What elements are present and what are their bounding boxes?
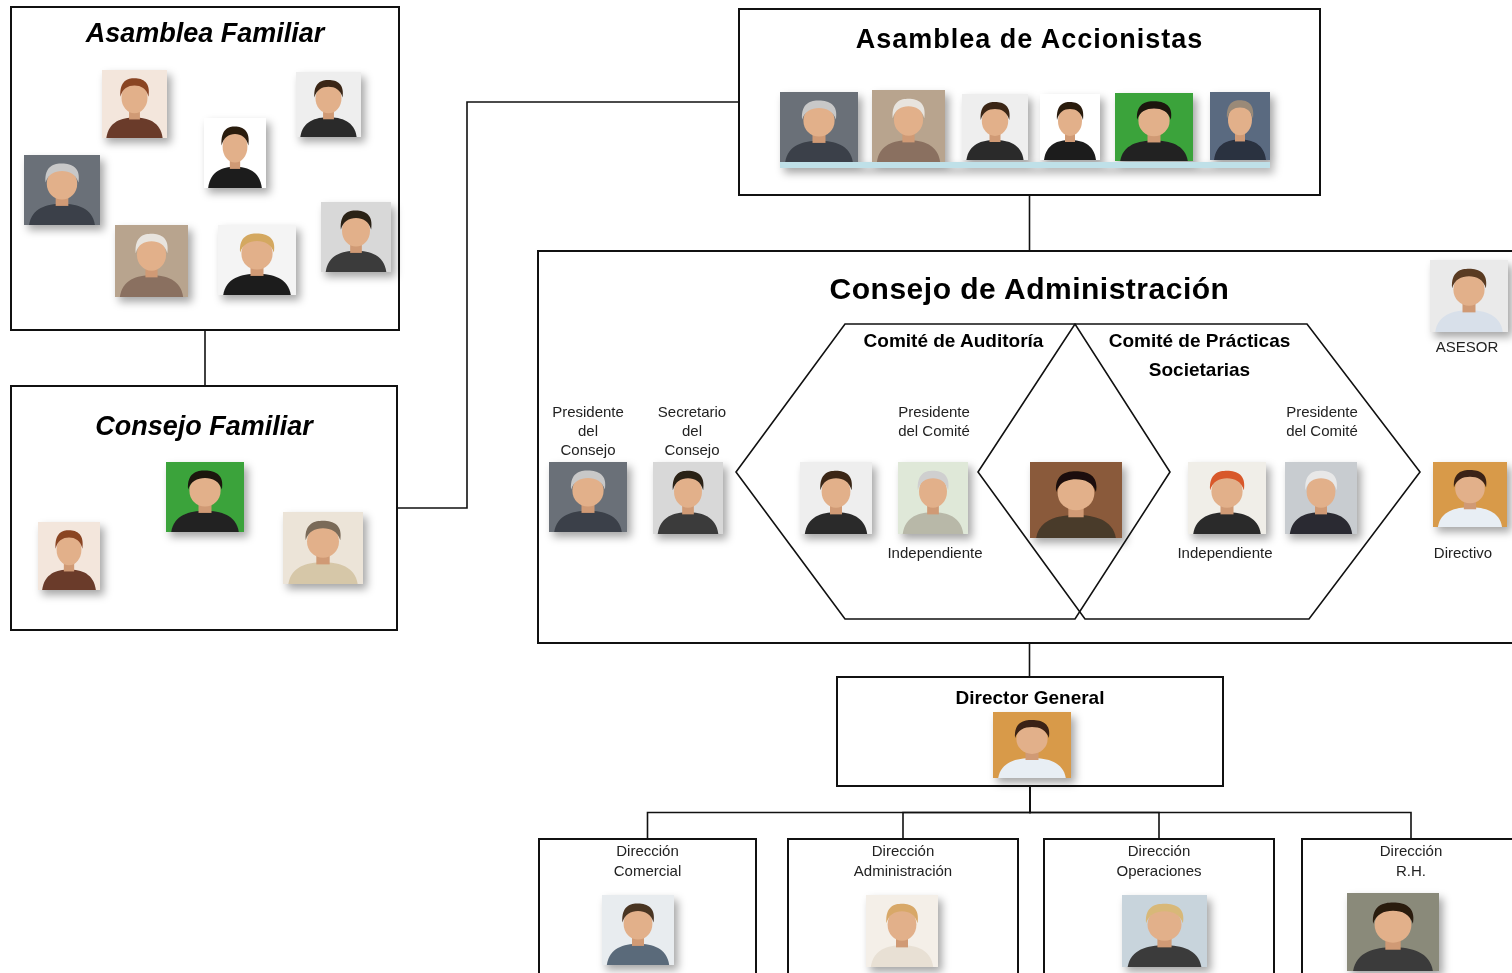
connector-line [1029,196,1031,250]
portrait-photo [115,225,188,297]
node-text: Consejo de Administración [830,272,1230,306]
portrait-photo [898,462,968,534]
node-text: Comité de Auditoría [834,326,1074,355]
portrait-photo [1430,260,1508,332]
portrait-photo [602,895,674,965]
department-box: Dirección Operaciones [1043,838,1275,973]
hexagon-outline-shape [736,324,1170,619]
photo-caption: Secretario del Consejo [658,402,726,459]
department-box: Dirección R.H. [1301,838,1512,973]
family-assembly-box: Asamblea Familiar [10,6,400,331]
portrait-photo [800,462,872,534]
portrait-photo [296,72,361,137]
portrait-photo [549,462,627,532]
node-text: Dirección R.H. [1380,841,1443,881]
portrait-photo [1188,462,1266,534]
portrait-photo [993,712,1071,778]
portrait-photo [1347,893,1439,971]
portrait-photo [218,225,296,295]
portrait-photo [1210,92,1270,160]
portrait-photo [102,70,167,138]
photo-group [24,70,1508,971]
committee-hexagon: Comité de Auditoría [735,323,1172,620]
node-text: Director General [956,687,1105,709]
hexagon-outline [735,323,1172,620]
portrait-photo [283,512,363,584]
portrait-photo [780,92,858,162]
portrait-photo [1285,462,1357,534]
node-text: Dirección Operaciones [1116,841,1201,881]
portrait-photo [38,522,100,590]
portrait-photo [1115,93,1193,161]
portrait-photo [653,462,723,534]
photo-caption: Independiente [1177,543,1272,562]
committee-hexagon: Comité de Prácticas Societarias [977,323,1422,620]
portrait-photo [872,90,945,162]
connector-line [204,331,206,385]
photo-caption: Independiente [887,543,982,562]
department-box: Dirección Administración [787,838,1019,973]
connector-line [648,787,1031,838]
node-text: Asamblea de Accionistas [856,24,1204,55]
portrait-photo [1122,895,1207,967]
node-text: Dirección Comercial [614,841,682,881]
node-text: Consejo Familiar [95,411,313,442]
connector-line [903,787,1030,838]
portrait-photo [321,202,391,272]
portrait-photo [24,155,100,225]
photo-caption: ASESOR [1436,337,1499,356]
node-text: Asamblea Familiar [86,18,325,49]
connector-line [398,102,738,508]
department-box: Dirección Comercial [538,838,757,973]
photo-shelf [780,162,1270,168]
portrait-photo [1040,94,1100,160]
photo-caption: Directivo [1434,543,1492,562]
node-text: Comité de Prácticas Societarias [1080,326,1320,384]
connector-line [1029,644,1031,676]
hexagon-outline-shape [978,324,1420,619]
portrait-photo [1030,462,1122,538]
portrait-photo [1433,462,1507,527]
node-text: Dirección Administración [854,841,952,881]
portrait-photo [866,895,938,967]
photo-caption: Presidente del Comité [898,402,970,440]
family-council-box: Consejo Familiar [10,385,398,631]
shareholders-box: Asamblea de Accionistas [738,8,1321,196]
ceo-box: Director General [836,676,1224,787]
portrait-photo [166,462,244,532]
connector-line [1030,787,1411,838]
portrait-photo [962,94,1028,160]
portrait-photo [204,118,266,188]
photo-caption: Presidente del Consejo [552,402,624,459]
photo-caption: Presidente del Comité [1286,402,1358,440]
